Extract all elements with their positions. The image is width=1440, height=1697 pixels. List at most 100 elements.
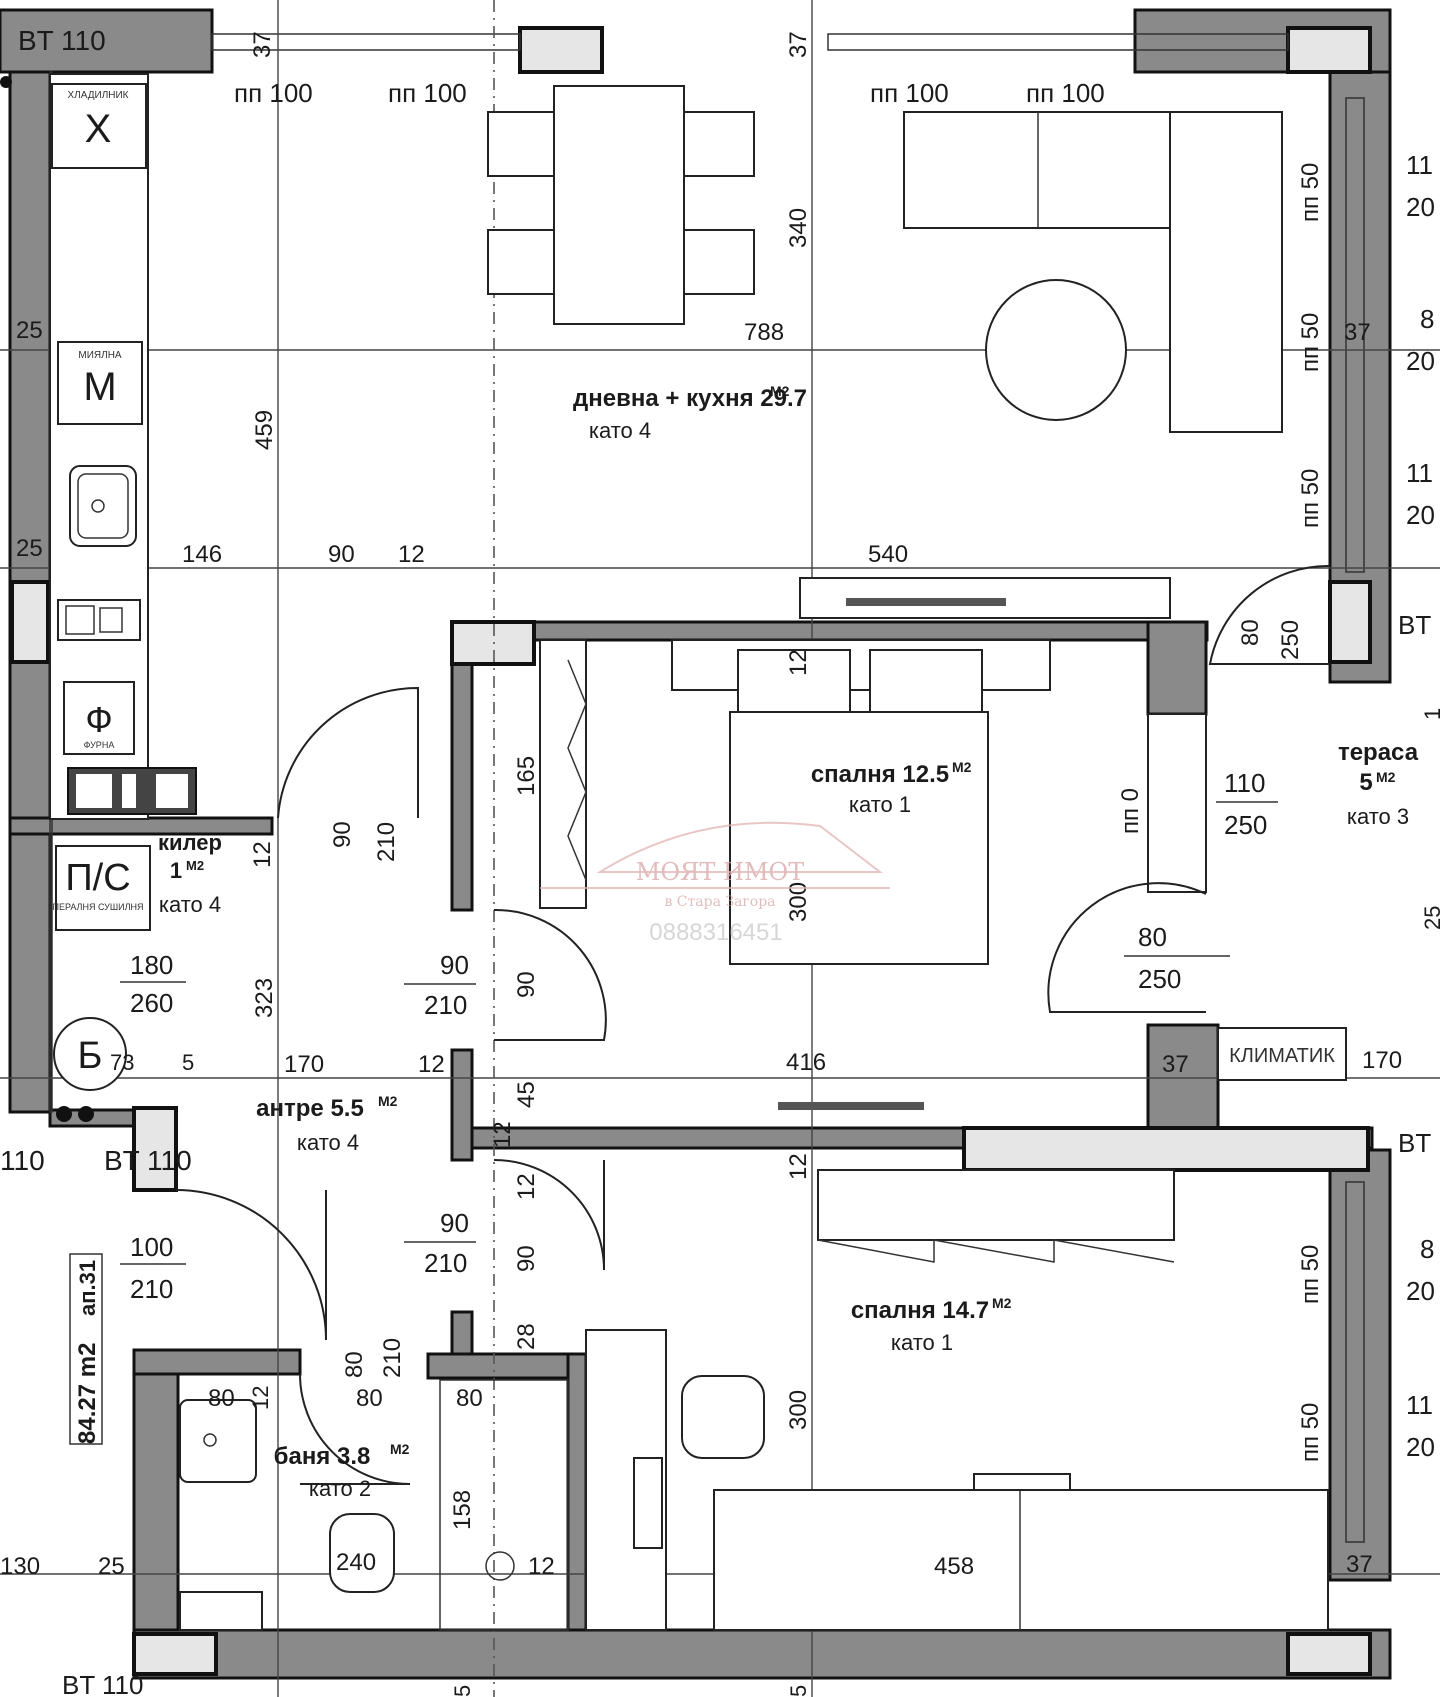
- dim: 20: [1406, 1432, 1435, 1462]
- door-arc: [175, 1189, 327, 1341]
- dim: 12: [489, 1121, 516, 1148]
- chair: [683, 111, 755, 177]
- sink-icon: [69, 465, 137, 547]
- dim: 25: [1420, 906, 1440, 930]
- bed-2: [713, 1489, 1329, 1631]
- dim: 12: [249, 841, 276, 868]
- living-furniture: [487, 85, 1283, 619]
- wall-bed1-corner: [1146, 620, 1208, 716]
- tv: [846, 598, 1006, 606]
- dim: 37: [1346, 1551, 1373, 1578]
- wall-bath-top: [132, 1348, 302, 1376]
- dim: 37: [1162, 1051, 1189, 1078]
- dim: 80: [456, 1385, 483, 1412]
- dim: 260: [130, 988, 173, 1018]
- dim: 5: [182, 1050, 194, 1075]
- dim: 240: [336, 1549, 376, 1576]
- dim: 25: [16, 317, 43, 344]
- wall-tag-bt110: BT 110: [18, 25, 106, 56]
- dim: 80: [208, 1385, 235, 1412]
- apartment-area: 84.27 m2: [74, 1343, 101, 1444]
- room-terrace-area: 5: [1359, 769, 1372, 796]
- dim: 165: [513, 756, 540, 796]
- dim: 180: [130, 950, 173, 980]
- dim: 25: [98, 1553, 125, 1580]
- watermark: МОЯТ ИМОТ в Стара Загора 0888316451: [540, 821, 890, 946]
- window-top-left: [211, 33, 521, 51]
- wall-bath-top-right: [426, 1352, 586, 1380]
- dim: 323: [251, 978, 278, 1018]
- boiler-symbol: Б: [78, 1035, 103, 1077]
- dim: 12: [398, 541, 425, 568]
- dim: 210: [130, 1274, 173, 1304]
- dim: 12: [785, 1153, 812, 1180]
- coffee-table: [985, 279, 1127, 421]
- dim: 788: [744, 319, 784, 346]
- door-arc: [1047, 882, 1207, 1013]
- boiler: [53, 1017, 127, 1091]
- dim: 210: [373, 822, 400, 862]
- washer-symbol: П/С: [65, 857, 130, 899]
- sill-label: пп 50: [1297, 1245, 1324, 1304]
- dim: 210: [379, 1338, 406, 1378]
- nightstand: [973, 1473, 1071, 1491]
- bed1-furniture: [539, 639, 1207, 1110]
- wall-tag-bt110: BT 110: [104, 1145, 192, 1176]
- pillow: [869, 649, 983, 717]
- dim: 12: [528, 1553, 555, 1580]
- ac-label: КЛИМАТИК: [1229, 1045, 1335, 1067]
- window-right-upper: [1345, 97, 1365, 573]
- door-arc: [493, 908, 607, 1041]
- sill-label: пп 50: [1297, 313, 1324, 372]
- dim: 8: [1420, 1234, 1434, 1264]
- dim: 45: [513, 1081, 540, 1108]
- wall-bed1-top: [450, 620, 1209, 642]
- dim: 20: [1406, 192, 1435, 222]
- dim: 80: [1138, 922, 1167, 952]
- sill-label: пп 0: [1117, 788, 1144, 834]
- wall-bottom: [132, 1628, 1392, 1680]
- toilet: [329, 1513, 395, 1593]
- dim: 5: [786, 1685, 811, 1697]
- dim: 90: [440, 1208, 469, 1238]
- fridge: [51, 83, 147, 169]
- dim: 20: [1406, 500, 1435, 530]
- sill-label: пп 50: [1297, 1403, 1324, 1462]
- keyboard: [633, 1457, 663, 1549]
- dim: 250: [1138, 964, 1181, 994]
- dim: 110: [1224, 768, 1265, 798]
- bed: [729, 711, 989, 965]
- dim: 90: [513, 971, 540, 998]
- room-labels: дневна + кухня 29.7 M2 като 4 спалня 12.…: [69, 383, 1419, 1501]
- wall-tag-bt: BT: [1398, 1128, 1431, 1158]
- room-terrace-name: тераса: [1338, 739, 1419, 766]
- sill-label: пп 100: [388, 78, 467, 108]
- sill-label: пп 50: [1297, 163, 1324, 222]
- room-bed1-name: спалня 12.5: [811, 761, 949, 788]
- dim: 170: [1362, 1047, 1402, 1074]
- dining-table: [553, 85, 685, 325]
- room-terrace-floor: като 3: [1347, 804, 1409, 829]
- room-bath-floor: като 2: [309, 1476, 371, 1501]
- column-bed2-top: [962, 1126, 1370, 1172]
- dim: 1: [1420, 708, 1440, 720]
- dim: 250: [1277, 620, 1304, 660]
- dim: 300: [785, 1390, 812, 1430]
- sill-labels: пп 100 пп 100 пп 100 пп 100 пп 50 пп 50 …: [234, 78, 1324, 1462]
- wardrobe-2: [817, 1169, 1175, 1241]
- window-top-right: [827, 33, 1289, 51]
- doors: [175, 564, 1331, 1485]
- bath-sink: [179, 1399, 257, 1483]
- pillow: [737, 649, 851, 717]
- dim: 210: [424, 990, 467, 1020]
- door-arc: [277, 686, 419, 819]
- room-living-unit: M2: [770, 383, 790, 399]
- wall-partition-a: [450, 638, 474, 912]
- dim: 90: [513, 1245, 540, 1272]
- bath-furniture: [179, 1379, 569, 1631]
- watermark-city: в Стара Загора: [664, 894, 775, 910]
- shower: [439, 1379, 569, 1631]
- apartment-number: ап.31: [75, 1260, 100, 1316]
- headboard-shelf: [671, 639, 1051, 691]
- dim: 458: [934, 1553, 974, 1580]
